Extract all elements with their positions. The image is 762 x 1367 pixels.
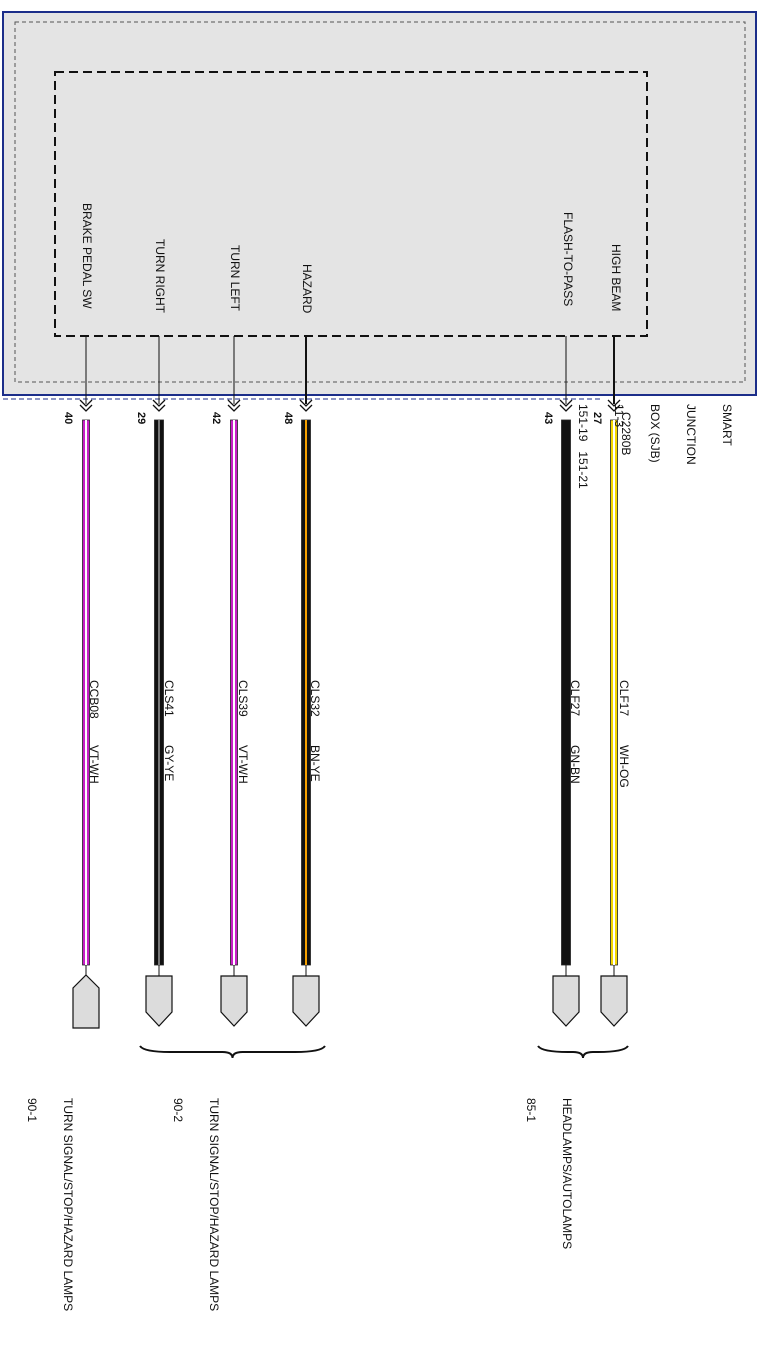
sjb-internal-dashed-box [54,71,648,337]
pin-chevron [227,399,241,412]
sjb-module-box [2,11,757,396]
wire-color-code: VT-WH [236,745,250,784]
circuit-code: CLF17 [617,680,631,717]
sjb-label-line: JUNCTION [684,404,698,465]
circuit-code: CLF27 [568,680,582,717]
inline-connector-hazard [292,975,320,1027]
pin-chevron [299,399,313,412]
inline-connector-turn-right [145,975,173,1027]
wire-stripe [305,420,307,965]
pin-number: 42 [210,412,222,425]
inline-connector-flash [552,975,580,1027]
pin-number: 27 [591,412,603,425]
wire-color-code: WH-OG [617,745,631,788]
destination-title: TURN SIGNAL/STOP/HAZARD LAMPS [207,1098,221,1312]
wire-stripe [158,420,160,965]
sjb-connector-label: C2280B [619,412,633,456]
destination-title: HEADLAMPS/AUTOLAMPS [560,1098,574,1250]
inline-connector-brake [72,974,100,1029]
wire-color-code: VT-WH [87,745,101,784]
inline-connector-turn-left [220,975,248,1027]
circuit-code: CCB08 [87,680,101,719]
wire-color-code: GY-YE [162,745,176,782]
pin-chevron [607,399,621,412]
circuit-code: CLS32 [308,680,322,717]
wire-stripe [613,420,615,965]
destination-page: 90-1 [25,1098,39,1123]
pin-chevron [559,399,573,412]
wire-stripe [85,420,87,965]
signal-label-flash: FLASH-TO-PASS [561,212,575,307]
destination-title: TURN SIGNAL/STOP/HAZARD LAMPS [61,1098,75,1312]
circuit-code: CLS41 [162,680,176,717]
destination-label: TURN SIGNAL/STOP/HAZARD LAMPS 90-2 [148,1098,244,1311]
pin-number: 29 [135,412,147,425]
sjb-label-line: 151-19 151-21 [576,404,590,489]
pin-number: 40 [62,412,74,425]
wire-color-code: GN-BN [568,745,582,784]
destination-label: TURN SIGNAL/STOP/HAZARD LAMPS 90-1 [2,1098,98,1311]
circuit-code: CLS39 [236,680,250,717]
sjb-label-line: SMART [720,404,734,446]
destination-label: HEADLAMPS/AUTOLAMPS 85-1 [501,1098,597,1249]
signal-label-brake: BRAKE PEDAL SW [80,203,94,309]
sjb-inner-dashed-box [14,21,746,383]
wire-color-code: BN-YE [308,745,322,782]
destination-page: 90-2 [171,1098,185,1123]
destination-page: 85-1 [524,1098,538,1123]
group-brace [537,1045,629,1059]
signal-label-turn-left: TURN LEFT [228,245,242,311]
signal-label-high-beam: HIGH BEAM [609,244,623,312]
inline-connector-high-beam [600,975,628,1027]
group-brace [139,1045,326,1059]
sjb-module-label: SMART JUNCTION BOX (SJB) 11-3 151-19 151… [553,404,757,489]
pin-chevron [152,399,166,412]
pin-number: 48 [282,412,294,425]
signal-label-turn-right: TURN RIGHT [153,239,167,313]
signal-label-hazard: HAZARD [300,264,314,314]
wire-stripe [233,420,235,965]
pin-number: 43 [542,412,554,425]
pin-chevron [79,399,93,412]
sjb-label-line: BOX (SJB) [648,404,662,463]
